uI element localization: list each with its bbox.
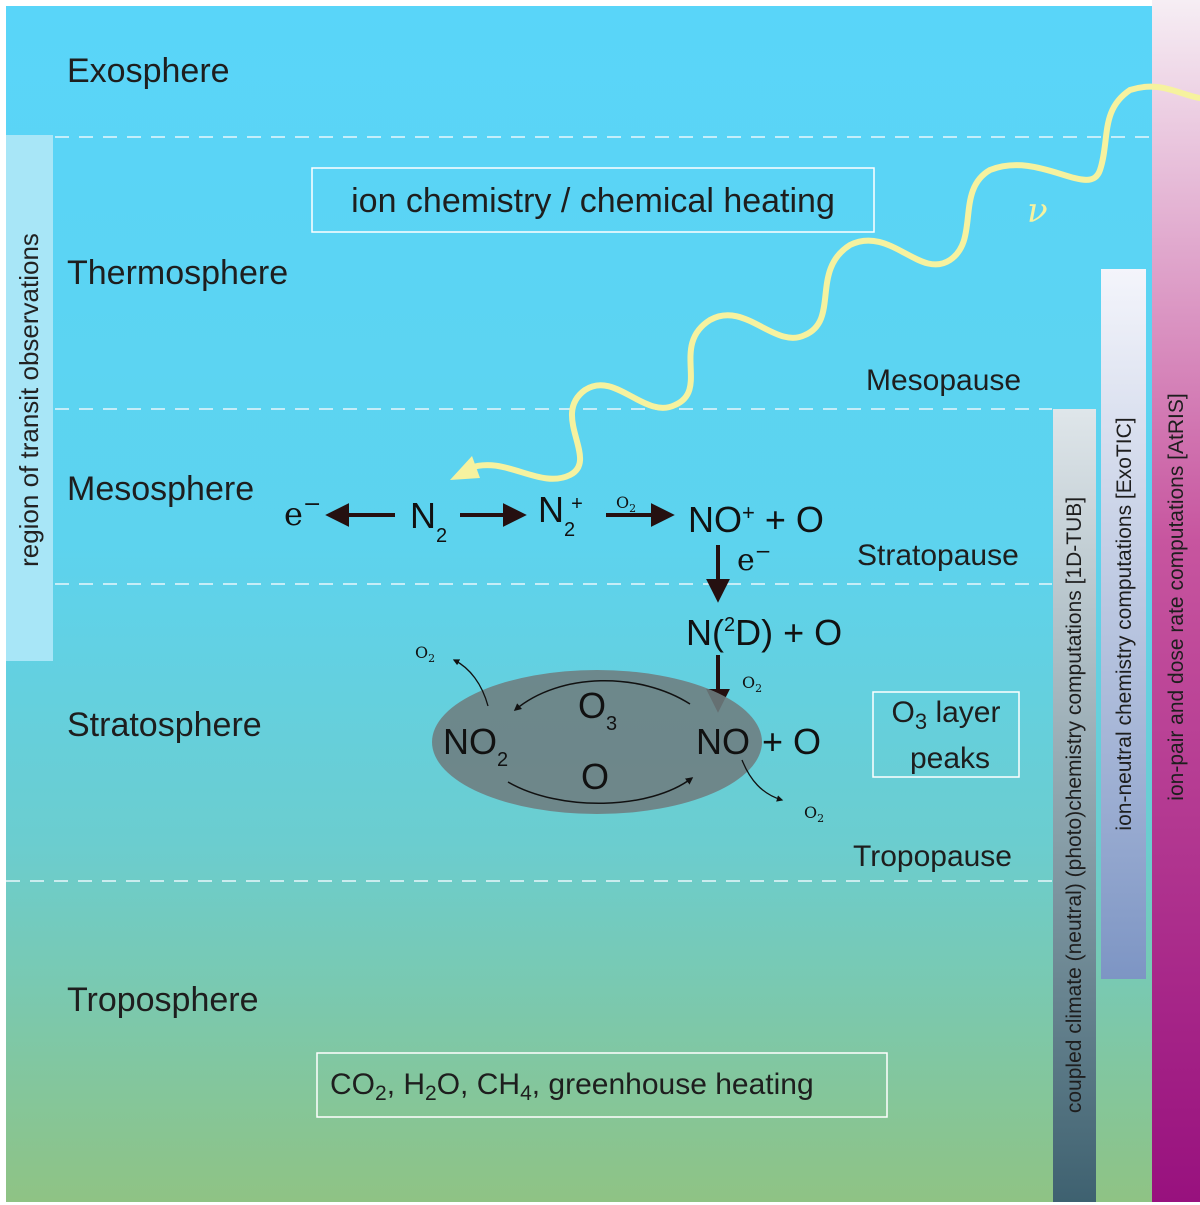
ozone-layer-box: O3 layer peaks <box>872 691 1020 778</box>
no2-molecule: NO2 <box>443 721 508 771</box>
ozone-box-line2: peaks <box>910 742 990 775</box>
layer-stratosphere: Stratosphere <box>67 706 262 744</box>
atmosphere-background <box>6 6 1152 1202</box>
transit-observations-label: region of transit observations <box>14 233 44 567</box>
o2-over-arrow: O2 <box>616 493 636 515</box>
photon-symbol: ν <box>1027 191 1048 231</box>
model-bar-atris: ion-pair and dose rate computations [AtR… <box>1152 0 1200 1202</box>
o2-release-arrow-left <box>452 659 489 707</box>
model-bar-exotic: ion-neutral chemistry computations [ExoT… <box>1101 269 1146 979</box>
o2-release-left: O2 <box>415 643 435 665</box>
electron-product: e− <box>284 492 321 533</box>
ion-chemistry-box: ion chemistry / chemical heating <box>311 167 875 233</box>
ozone-box-line1: O3 layer <box>892 696 1001 734</box>
n2-molecule: N2 <box>410 495 447 547</box>
plus-oxygen: + O <box>762 721 821 762</box>
photon-arrowhead <box>450 456 480 480</box>
label-mesopause: Mesopause <box>866 364 1021 397</box>
cycle-arrow-top <box>513 679 691 711</box>
layer-boundaries <box>6 136 1152 882</box>
photon-wave <box>467 83 1200 482</box>
ozone-molecule: O3 <box>578 685 617 735</box>
label-stratopause: Stratopause <box>857 539 1019 572</box>
model-bar-exotic-label: ion-neutral chemistry computations [ExoT… <box>1113 417 1136 830</box>
cycle-arrow-bottom <box>507 777 694 805</box>
label-tropopause: Tropopause <box>853 840 1012 873</box>
electron-recombination: e− <box>737 539 772 578</box>
layer-thermosphere: Thermosphere <box>67 254 288 292</box>
o2-side-label: O2 <box>742 673 762 695</box>
oxygen-atom: O <box>581 756 609 797</box>
nox-cycle: O2 O2 NO2 O3 O NO + O <box>415 643 824 825</box>
ion-chemistry-text: ion chemistry / chemical heating <box>351 182 835 220</box>
model-bar-1d-tub-label: coupled climate (neutral) (photo)chemist… <box>1063 497 1086 1113</box>
model-bar-atris-label: ion-pair and dose rate computations [AtR… <box>1165 393 1188 800</box>
greenhouse-text: CO2, H2O, CH4, greenhouse heating <box>330 1068 814 1105</box>
o2-release-arrow-right <box>741 759 784 802</box>
no-plus-o: NO+ + O <box>688 499 824 540</box>
layer-mesosphere: Mesosphere <box>67 470 254 508</box>
layer-troposphere: Troposphere <box>67 981 259 1019</box>
n2-ion: N2+ <box>538 489 583 541</box>
layer-exosphere: Exosphere <box>67 52 230 90</box>
transit-observations-bar <box>6 135 53 661</box>
model-bar-1d-tub: coupled climate (neutral) (photo)chemist… <box>1053 409 1096 1202</box>
greenhouse-box: CO2, H2O, CH4, greenhouse heating <box>316 1052 888 1118</box>
o2-release-right: O2 <box>804 803 824 825</box>
n2d-plus-o: N(2D) + O <box>686 612 842 653</box>
no-molecule: NO <box>696 721 750 762</box>
